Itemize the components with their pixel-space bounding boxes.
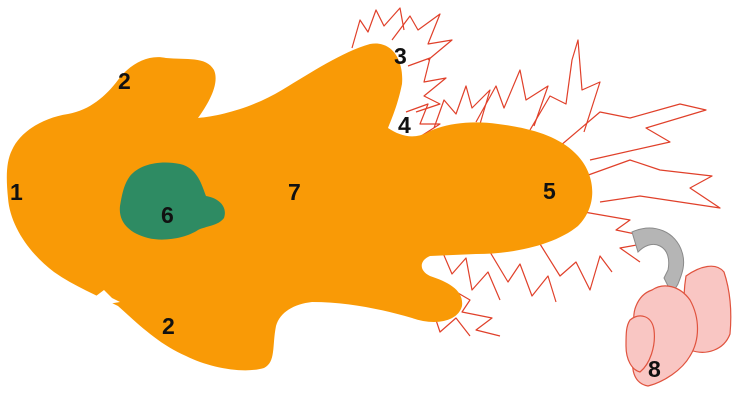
label-1: 1	[10, 179, 23, 205]
label-7: 7	[288, 179, 301, 205]
fringe-strand	[352, 8, 404, 48]
detach-arrow	[632, 228, 684, 294]
fringe-strand	[490, 252, 556, 302]
label-4: 4	[398, 112, 411, 138]
fringe-strand	[530, 40, 600, 132]
fringe-strand	[434, 86, 490, 128]
label-5: 5	[543, 178, 556, 204]
label-8: 8	[648, 356, 661, 382]
label-3: 3	[394, 43, 407, 69]
body-shape	[7, 43, 592, 370]
label-2-bottom: 2	[162, 313, 175, 339]
fringe-strand	[580, 160, 720, 208]
label-6: 6	[161, 202, 174, 228]
fringe-strand	[560, 104, 706, 160]
label-2-top: 2	[118, 68, 131, 94]
